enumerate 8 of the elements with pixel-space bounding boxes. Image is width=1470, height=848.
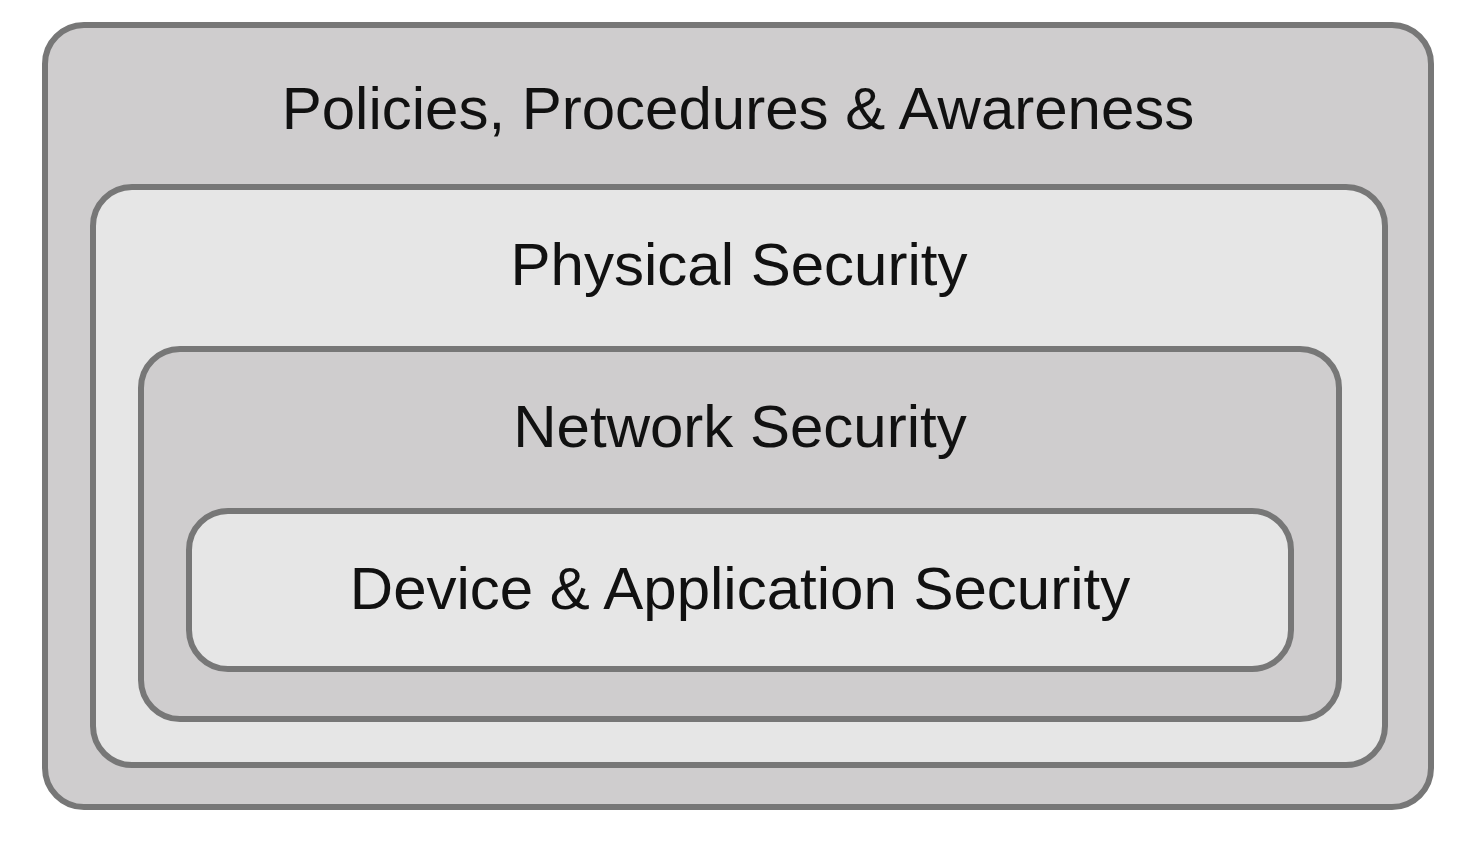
layer-title: Device & Application Security: [349, 554, 1131, 624]
layer-title: Policies, Procedures & Awareness: [281, 74, 1195, 144]
layer-title: Physical Security: [510, 230, 968, 300]
layer-title: Network Security: [513, 392, 967, 462]
layer-box: [186, 508, 1294, 672]
layer-box: [42, 22, 1434, 810]
layer-box: [90, 184, 1388, 768]
layer-box: [138, 346, 1342, 722]
